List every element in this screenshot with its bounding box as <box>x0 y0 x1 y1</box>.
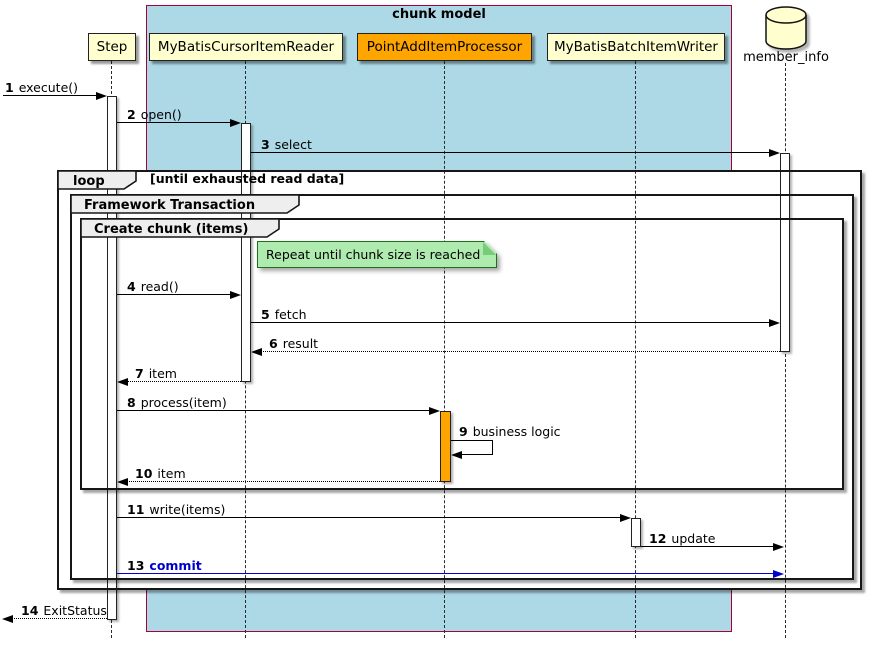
lifeline-processor <box>444 61 445 638</box>
transaction-fragment-tab: Framework Transaction <box>70 194 300 214</box>
message-4-line <box>117 294 232 295</box>
message-10-arrowhead <box>117 478 128 486</box>
activation-reader <box>241 123 251 382</box>
message-5-line <box>251 322 771 323</box>
participant-database-label: member_info <box>743 50 829 65</box>
message-4-arrowhead <box>230 291 241 299</box>
message-1-arrowhead <box>96 92 107 100</box>
database-icon <box>765 6 807 50</box>
message-3-line <box>251 152 771 153</box>
message-14-arrowhead <box>2 615 13 623</box>
note-text: Repeat until chunk size is reached <box>266 247 481 262</box>
participant-step-label: Step <box>96 39 128 55</box>
note: Repeat until chunk size is reached <box>257 241 497 268</box>
message-6-arrowhead <box>251 348 262 356</box>
participant-reader: MyBatisCursorItemReader <box>149 33 343 61</box>
participant-reader-label: MyBatisCursorItemReader <box>157 39 335 55</box>
message-7-line <box>127 381 241 382</box>
message-5-arrowhead <box>769 319 780 327</box>
message-8-line <box>117 410 431 411</box>
activation-database <box>780 153 790 352</box>
message-12-arrowhead <box>773 543 784 551</box>
message-9-line-right <box>492 440 493 455</box>
svg-text:Create chunk (items): Create chunk (items) <box>94 222 248 237</box>
message-9-line-top <box>451 440 493 441</box>
svg-text:loop: loop <box>73 174 105 189</box>
message-8-arrowhead <box>429 407 440 415</box>
message-10-line <box>127 481 440 482</box>
participant-processor-label: PointAddItemProcessor <box>366 39 523 55</box>
message-2-line <box>117 122 232 123</box>
message-14-line <box>12 618 107 619</box>
activation-writer <box>631 518 641 547</box>
svg-text:Framework Transaction: Framework Transaction <box>84 198 255 213</box>
message-11-arrowhead <box>620 514 631 522</box>
message-12-line <box>641 546 775 547</box>
message-2-arrowhead <box>230 119 241 127</box>
loop-fragment-tab: loop <box>57 170 137 190</box>
message-9-arrowhead <box>451 451 462 459</box>
participant-processor: PointAddItemProcessor <box>357 33 532 61</box>
chunk-fragment-tab: Create chunk (items) <box>80 218 280 238</box>
activation-step <box>107 96 117 620</box>
message-11-line <box>117 517 622 518</box>
note-fold-icon <box>483 242 496 255</box>
loop-guard: [until exhausted read data] <box>150 171 345 186</box>
message-13-arrowhead <box>773 570 784 578</box>
message-9-line-bottom <box>461 454 493 455</box>
participant-writer-label: MyBatisBatchItemWriter <box>554 39 718 55</box>
message-13-line <box>117 573 775 574</box>
activation-processor <box>440 411 451 482</box>
chunk-model-title: chunk model <box>392 7 486 22</box>
message-1-line <box>3 95 100 96</box>
message-6-line <box>261 351 780 352</box>
message-3-arrowhead <box>769 149 780 157</box>
message-7-arrowhead <box>117 378 128 386</box>
participant-step: Step <box>88 33 136 61</box>
lifeline-writer <box>635 61 636 638</box>
participant-writer: MyBatisBatchItemWriter <box>547 33 725 61</box>
